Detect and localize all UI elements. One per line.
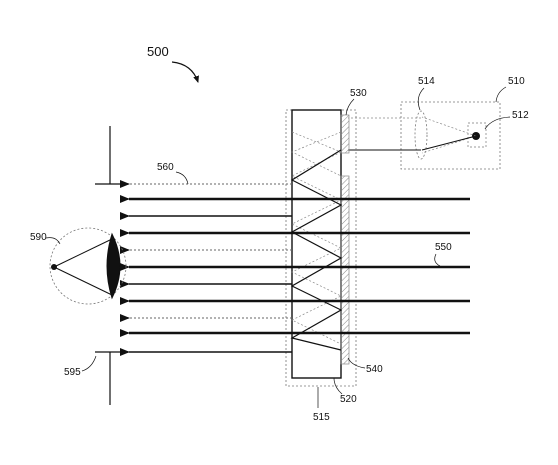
leader-560: [175, 171, 189, 185]
leader-595: [81, 355, 97, 372]
tir-path-dotted-3: [291, 131, 342, 153]
figure-number-arrow: [171, 61, 199, 83]
label-512: 512: [512, 110, 529, 121]
waveguide-body: [291, 109, 342, 379]
label-520: 520: [340, 394, 357, 405]
waveguide-outer: [285, 109, 357, 387]
leader-512: [484, 116, 511, 130]
label-595: 595: [64, 367, 81, 378]
eye-ray-bottom: [53, 266, 113, 296]
label-515: 515: [313, 412, 330, 423]
world-light-arrows: [120, 195, 470, 337]
label-510: 510: [508, 76, 525, 87]
tir-path-solid: [290, 149, 343, 351]
leader-514: [417, 87, 425, 111]
figure-number: 500: [147, 44, 169, 59]
leader-520: [333, 377, 343, 395]
label-540: 540: [366, 364, 383, 375]
source-ray-main: [421, 135, 477, 151]
label-560: 560: [157, 162, 174, 173]
leader-540: [347, 357, 366, 369]
source-ray-top: [421, 116, 477, 137]
leader-530: [345, 98, 355, 116]
leader-510: [495, 86, 507, 103]
label-590: 590: [30, 232, 47, 243]
eye-lens: [106, 232, 121, 300]
label-550: 550: [435, 242, 452, 253]
light-source-housing: [467, 122, 487, 148]
display-unit-box: [400, 101, 501, 170]
image-light-dotted: [120, 246, 292, 322]
input-coupler: [340, 114, 350, 154]
lens: [414, 110, 428, 160]
eye-ray-top: [53, 238, 113, 268]
image-light-arrows: [120, 212, 292, 356]
label-530: 530: [350, 88, 367, 99]
leader-550: [434, 253, 441, 267]
eye-outline: [49, 227, 127, 305]
leader-590: [45, 237, 61, 245]
tir-path-dotted-2: [291, 131, 342, 177]
output-coupler: [340, 175, 350, 365]
label-514: 514: [418, 76, 435, 87]
tir-path-dotted: [291, 151, 342, 345]
